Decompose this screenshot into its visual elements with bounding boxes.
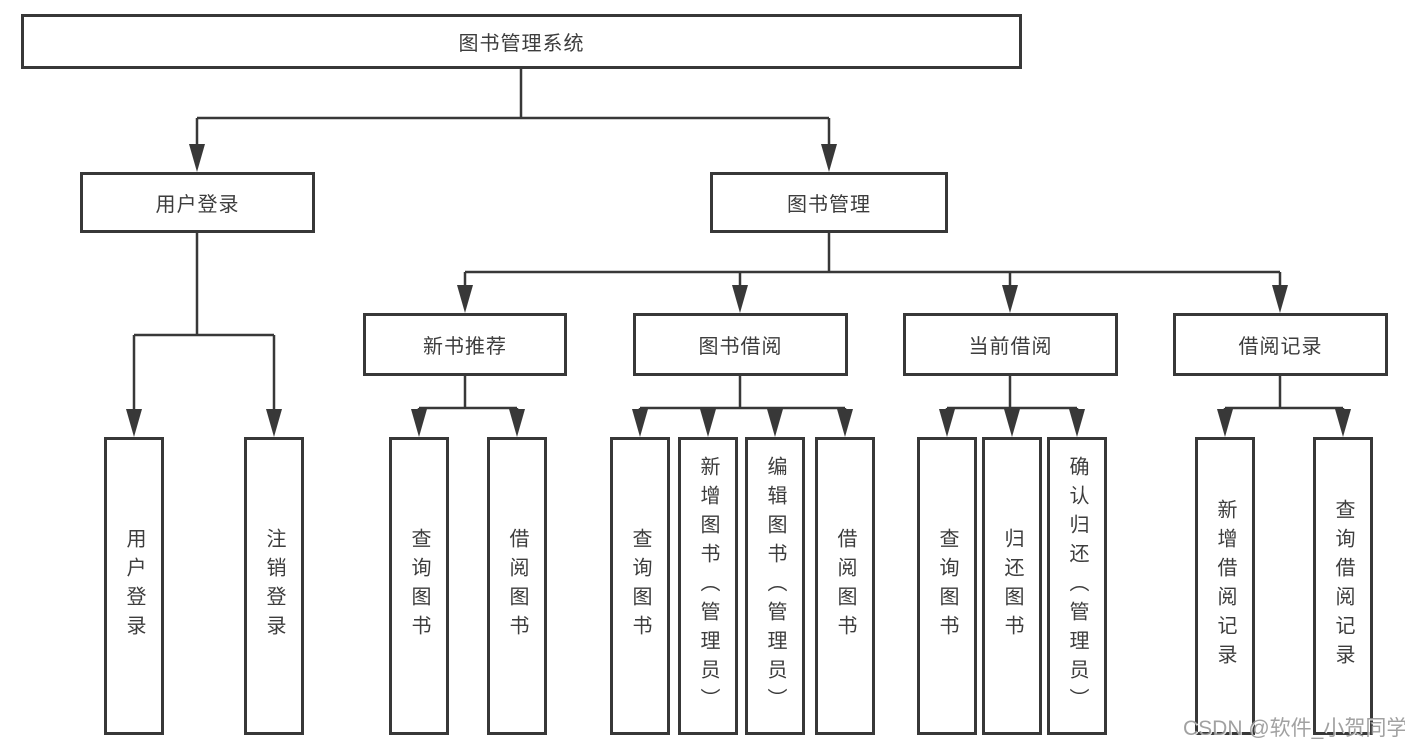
node-book-borrow: 图书借阅 bbox=[633, 313, 848, 376]
leaf-logout: 注销登录 bbox=[244, 437, 304, 735]
leaf-query-books-1: 查询图书 bbox=[389, 437, 449, 735]
arrowheads bbox=[126, 144, 1351, 437]
leaf-borrow-books-1-label: 借阅图书 bbox=[506, 528, 528, 644]
node-new-book-recommend: 新书推荐 bbox=[363, 313, 567, 376]
leaf-borrow-books-2: 借阅图书 bbox=[815, 437, 875, 735]
connector-bookmgmt-to-level3 bbox=[463, 232, 1282, 287]
connector-newbookrec-to-leaves bbox=[417, 375, 519, 412]
leaf-query-books-3: 查询图书 bbox=[917, 437, 977, 735]
leaf-add-borrow-record: 新增借阅记录 bbox=[1195, 437, 1255, 735]
connector-borrowrecords-to-leaves bbox=[1223, 375, 1345, 412]
node-current-borrow: 当前借阅 bbox=[903, 313, 1118, 376]
connector-currentborrow-to-leaves bbox=[945, 375, 1079, 412]
node-user-login: 用户登录 bbox=[80, 172, 315, 233]
connector-bookborrow-to-leaves bbox=[638, 375, 847, 412]
leaf-query-borrow-record: 查询借阅记录 bbox=[1313, 437, 1373, 735]
leaf-query-borrow-record-label: 查询借阅记录 bbox=[1332, 499, 1354, 673]
leaf-return-books-label: 归还图书 bbox=[1001, 528, 1023, 644]
node-borrow-records: 借阅记录 bbox=[1173, 313, 1388, 376]
leaf-query-books-3-label: 查询图书 bbox=[936, 528, 958, 644]
leaf-borrow-books-1: 借阅图书 bbox=[487, 437, 547, 735]
node-book-management: 图书管理 bbox=[710, 172, 948, 233]
leaf-return-books: 归还图书 bbox=[982, 437, 1042, 735]
leaf-edit-books-admin: 编辑图书（管理员） bbox=[745, 437, 805, 735]
leaf-confirm-return-admin-label: 确认归还（管理员） bbox=[1066, 455, 1088, 717]
leaf-add-books-admin: 新增图书（管理员） bbox=[678, 437, 738, 735]
leaf-user-login-label: 用户登录 bbox=[123, 528, 145, 644]
leaf-query-books-2-label: 查询图书 bbox=[629, 528, 651, 644]
leaf-edit-books-admin-label: 编辑图书（管理员） bbox=[764, 455, 786, 717]
leaf-add-borrow-record-label: 新增借阅记录 bbox=[1214, 499, 1236, 673]
node-root: 图书管理系统 bbox=[21, 14, 1022, 69]
leaf-borrow-books-2-label: 借阅图书 bbox=[834, 528, 856, 644]
leaf-add-books-admin-label: 新增图书（管理员） bbox=[697, 455, 719, 717]
leaf-logout-label: 注销登录 bbox=[263, 528, 285, 644]
connector-userlogin-to-leaves bbox=[132, 232, 276, 411]
leaf-confirm-return-admin: 确认归还（管理员） bbox=[1047, 437, 1107, 735]
connector-root-to-level2 bbox=[195, 68, 831, 146]
leaf-query-books-1-label: 查询图书 bbox=[408, 528, 430, 644]
leaf-query-books-2: 查询图书 bbox=[610, 437, 670, 735]
leaf-user-login: 用户登录 bbox=[104, 437, 164, 735]
